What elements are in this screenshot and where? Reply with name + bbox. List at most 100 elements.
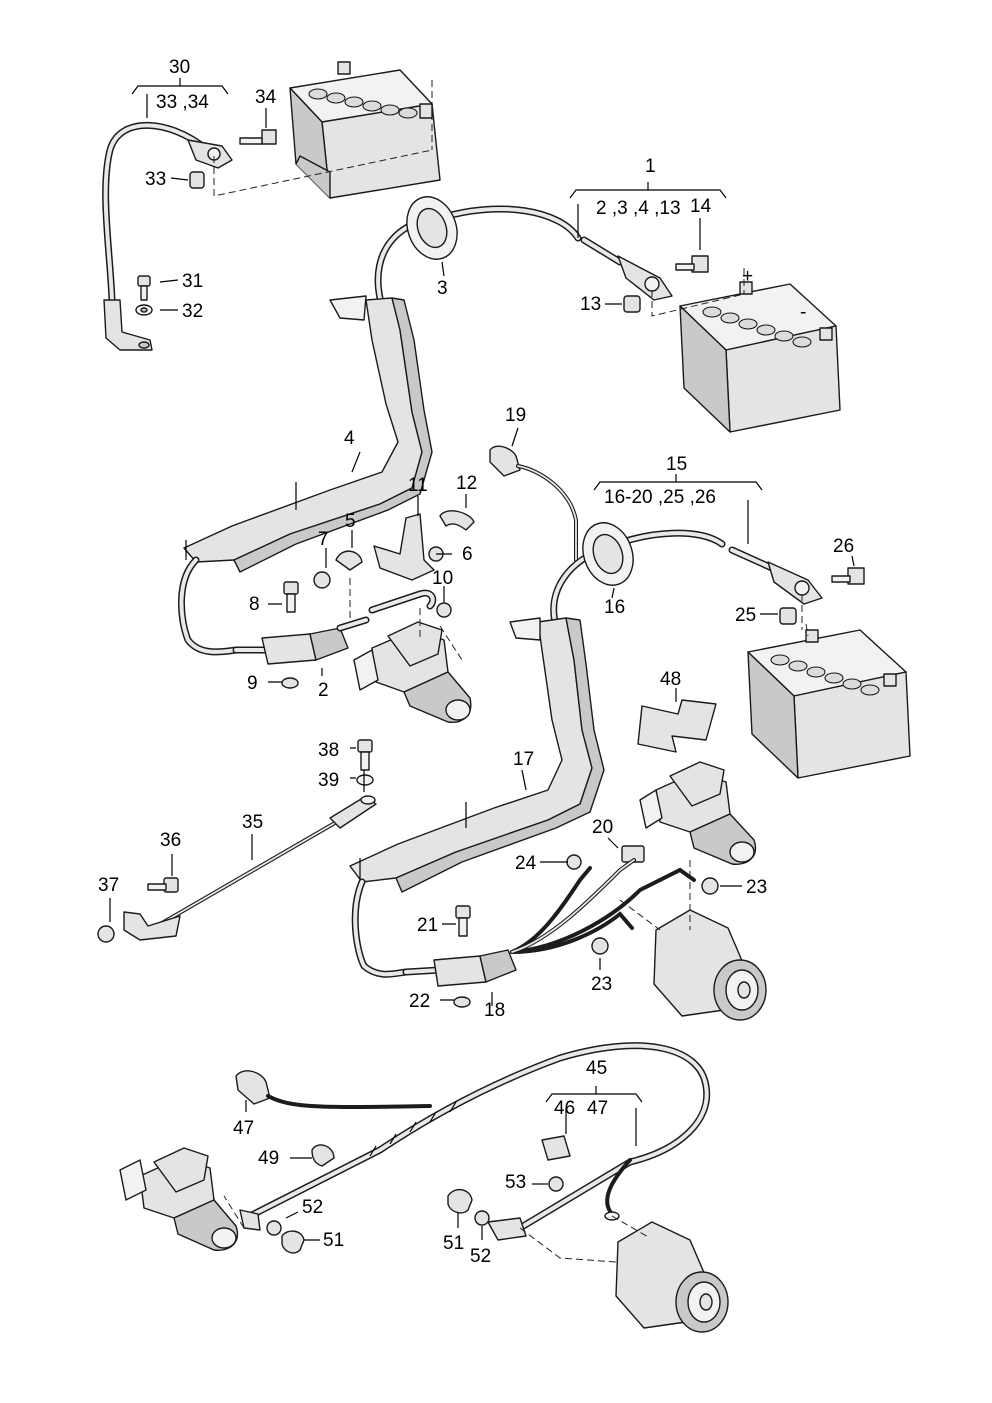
callout-48: 48 <box>660 669 681 690</box>
bolt-34 <box>239 129 277 145</box>
cable-set-1 <box>178 196 673 665</box>
washer-39 <box>356 774 374 786</box>
bolt-36 <box>147 877 179 893</box>
cable-set-15 <box>349 522 823 987</box>
callout-14: 14 <box>690 196 712 217</box>
bolt-21 <box>455 905 471 937</box>
callout-3: 3 <box>437 278 448 299</box>
callout-18: 18 <box>484 1000 505 1021</box>
callout-37: 37 <box>98 875 119 896</box>
bolt-8 <box>283 581 299 613</box>
callout-2: 2 <box>318 680 329 701</box>
sensor-47 <box>235 1070 432 1109</box>
ground-strap-30 <box>102 121 233 351</box>
callout-49: 49 <box>258 1148 279 1169</box>
washer-32 <box>135 304 153 316</box>
battery-cells <box>308 88 418 119</box>
bracket-48 <box>637 699 717 753</box>
callout-4: 4 <box>344 428 355 449</box>
nut-52b <box>474 1210 490 1226</box>
nut-23a <box>701 877 719 895</box>
nut-23b <box>591 937 609 955</box>
nut-33 <box>189 171 205 189</box>
callout-34: 34 <box>255 87 277 108</box>
clip-5 <box>335 550 363 571</box>
sensor-19 <box>489 445 578 562</box>
callout-15: 15 <box>666 454 687 475</box>
cap-51b <box>447 1189 473 1214</box>
callout-16: 16 <box>604 597 625 618</box>
bolt-14 <box>675 255 709 273</box>
callout-22: 22 <box>409 991 430 1012</box>
callout-51-a: 51 <box>323 1230 344 1251</box>
callout-8: 8 <box>249 594 260 615</box>
battery-right <box>747 629 911 779</box>
starter-motor-2 <box>639 761 757 865</box>
callout-47-b: 47 <box>587 1098 608 1119</box>
nut-13 <box>623 295 641 313</box>
callout-45: 45 <box>586 1058 607 1079</box>
callout-35: 35 <box>242 812 263 833</box>
callout-30-sub: 33 ,34 <box>156 92 209 113</box>
starter-motor-3 <box>119 1147 239 1251</box>
battery-plus-sign: + <box>742 266 753 287</box>
callout-6: 6 <box>462 544 473 565</box>
callout-24: 24 <box>515 853 537 874</box>
callout-53: 53 <box>505 1172 526 1193</box>
callout-30: 30 <box>169 57 190 78</box>
callout-labels: 30 33 ,34 34 33 31 32 1 2 ,3 ,4 ,13 14 3… <box>98 57 854 1267</box>
bolt-38 <box>357 739 373 771</box>
callout-21: 21 <box>417 915 438 936</box>
ground-strap-35 <box>123 795 377 941</box>
callout-17: 17 <box>513 749 534 770</box>
callout-33: 33 <box>145 169 166 190</box>
callout-5: 5 <box>345 511 356 532</box>
alternator-2 <box>615 1221 729 1333</box>
callout-9: 9 <box>247 673 258 694</box>
callout-25: 25 <box>735 605 756 626</box>
nut-37 <box>97 925 115 943</box>
bolt-31 <box>137 275 151 301</box>
callout-23-b: 23 <box>591 974 612 995</box>
connector-46 <box>541 1135 571 1161</box>
nut-53 <box>548 1176 564 1192</box>
bracket-11 <box>373 513 435 581</box>
callout-46: 46 <box>554 1098 575 1119</box>
nut-22 <box>453 996 471 1008</box>
cable-10 <box>368 589 452 618</box>
battery-top-left <box>289 61 441 199</box>
nut-24 <box>566 854 582 870</box>
callout-7: 7 <box>318 529 329 550</box>
callout-1-sub: 2 ,3 ,4 ,13 <box>596 198 681 219</box>
battery-mid-right: + - <box>679 266 841 433</box>
callout-10: 10 <box>432 568 453 589</box>
callout-36: 36 <box>160 830 181 851</box>
callout-13: 13 <box>580 294 601 315</box>
cable-set-45 <box>239 1042 711 1241</box>
nut-7 <box>313 571 331 589</box>
callout-20: 20 <box>592 817 613 838</box>
callout-52-b: 52 <box>470 1246 491 1267</box>
callout-11: 11 <box>408 475 428 496</box>
callout-32: 32 <box>182 301 203 322</box>
callout-47-a: 47 <box>233 1118 254 1139</box>
callout-38: 38 <box>318 740 339 761</box>
callout-23-a: 23 <box>746 877 767 898</box>
callout-19: 19 <box>505 405 526 426</box>
battery-minus-sign: - <box>800 302 806 323</box>
wiring-harness-18 <box>510 858 696 954</box>
callout-15-sub: 16-20 ,25 ,26 <box>604 487 716 508</box>
callout-12: 12 <box>456 473 477 494</box>
alternator-1 <box>653 909 767 1021</box>
callout-31: 31 <box>182 271 203 292</box>
nut-9 <box>281 677 299 689</box>
callout-52-a: 52 <box>302 1197 323 1218</box>
clip-12 <box>439 510 475 531</box>
callout-39: 39 <box>318 770 339 791</box>
nut-52a <box>266 1220 282 1236</box>
starter-motor-1 <box>353 621 472 723</box>
nut-25 <box>779 607 797 625</box>
bolt-26 <box>831 567 865 585</box>
callout-26: 26 <box>833 536 854 557</box>
